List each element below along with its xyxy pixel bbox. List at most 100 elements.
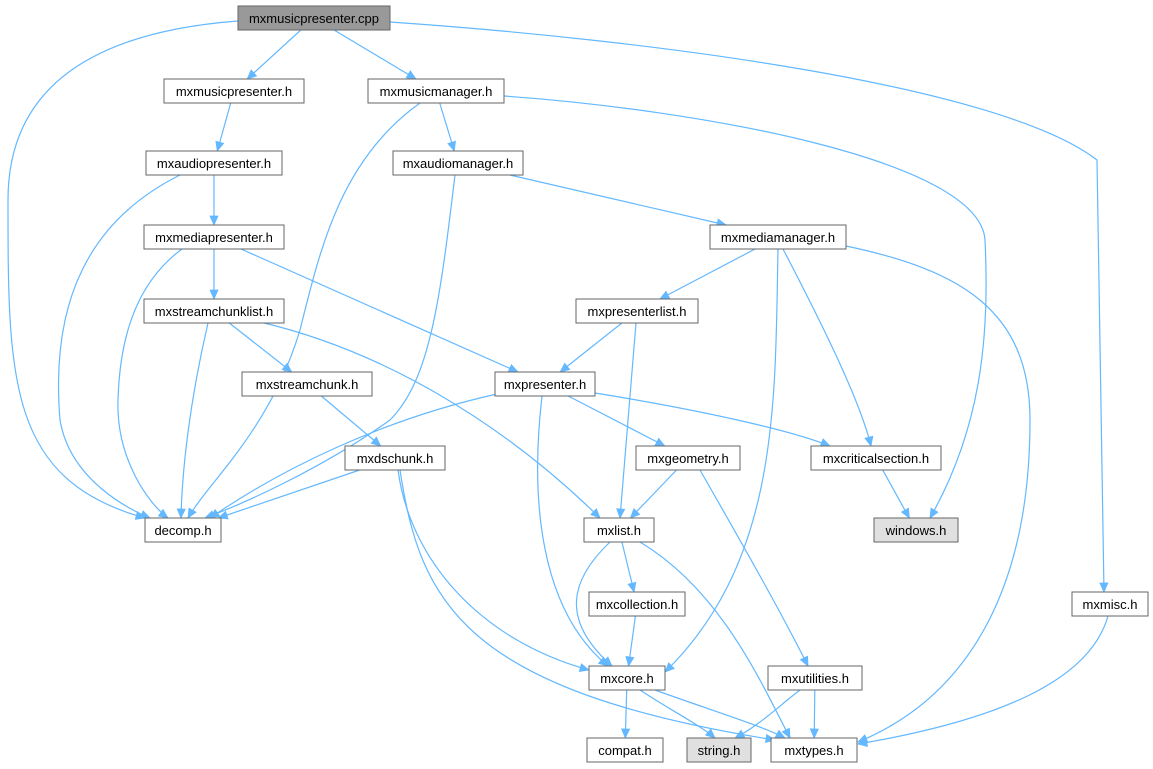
edge-mxmediamanager-h-to-mxpresenterlist-h — [659, 248, 756, 300]
edge-mxmediapresenter-h-to-decomp-h — [117, 248, 183, 519]
node-mxmisc-h[interactable]: mxmisc.h — [1071, 591, 1149, 617]
edge-mxmusicmanager-h-to-mxaudiomanager-h — [439, 102, 456, 152]
arrowhead-icon — [209, 215, 219, 226]
node-mxgeometry-h[interactable]: mxgeometry.h — [635, 445, 741, 471]
node-box — [241, 371, 373, 397]
arrowhead-icon — [900, 507, 910, 519]
arrowhead-icon — [209, 508, 221, 519]
arrowhead-icon — [209, 289, 219, 300]
arrowhead-icon — [578, 663, 590, 672]
edge-line — [630, 469, 677, 519]
node-box — [583, 517, 655, 543]
node-mxcore-h[interactable]: mxcore.h — [588, 665, 666, 691]
edge-line — [537, 395, 609, 667]
edge-mxmusicmanager-h-to-windows-h — [503, 95, 987, 519]
node-label: mxaudiopresenter.h — [157, 156, 271, 171]
node-mxutilities-h[interactable]: mxutilities.h — [767, 665, 863, 691]
node-box — [588, 665, 666, 691]
node-mxcriticalsection-h[interactable]: mxcriticalsection.h — [810, 445, 942, 471]
node-box — [392, 150, 524, 176]
arrowhead-icon — [857, 737, 868, 747]
edge-line — [389, 21, 1105, 593]
edge-line — [509, 174, 727, 226]
node-mxmusicpresenter-cpp[interactable]: mxmusicpresenter.cpp — [237, 5, 391, 31]
edge-line — [333, 29, 417, 80]
edge-line — [240, 248, 519, 373]
edge-line — [857, 615, 1109, 745]
edge-mxmusicmanager-h-to-decomp-h — [187, 102, 421, 519]
edge-mxlist-h-to-mxcore-h — [575, 541, 613, 667]
arrowhead-icon — [781, 727, 791, 739]
node-mxaudiomanager-h[interactable]: mxaudiomanager.h — [392, 150, 524, 176]
edge-mxutilities-h-to-mxtypes-h — [809, 689, 819, 739]
node-box — [588, 591, 686, 617]
edge-mxstreamchunklist-h-to-mxstreamchunk-h — [228, 322, 293, 373]
edge-line — [7, 20, 239, 519]
edge-line — [639, 541, 791, 739]
edge-mxcriticalsection-h-to-windows-h — [882, 469, 910, 519]
node-box — [575, 298, 699, 324]
edge-mxgeometry-h-to-mxutilities-h — [699, 469, 809, 667]
arrowhead-icon — [246, 69, 258, 80]
arrowhead-icon — [664, 662, 675, 673]
edge-line — [659, 248, 756, 300]
node-box — [144, 517, 222, 543]
node-mxpresenterlist-h[interactable]: mxpresenterlist.h — [575, 298, 699, 324]
node-mxmediamanager-h[interactable]: mxmediamanager.h — [709, 224, 847, 250]
node-mxmediapresenter-h[interactable]: mxmediapresenter.h — [143, 224, 285, 250]
edge-line — [187, 102, 421, 519]
node-mxdschunk-h[interactable]: mxdschunk.h — [344, 445, 446, 471]
arrowhead-icon — [654, 437, 666, 447]
node-string-h: string.h — [686, 737, 752, 763]
edge-line — [567, 395, 666, 447]
node-box — [367, 78, 505, 104]
arrowhead-icon — [590, 508, 601, 519]
edge-line — [218, 469, 360, 519]
node-label: mxpresenterlist.h — [588, 304, 687, 319]
arrowhead-icon — [215, 140, 225, 152]
node-compat-h[interactable]: compat.h — [586, 737, 664, 763]
edge-mxgeometry-h-to-mxlist-h — [629, 469, 677, 519]
node-label: mxpresenter.h — [504, 377, 586, 392]
node-box — [586, 737, 664, 763]
node-mxlist-h[interactable]: mxlist.h — [583, 517, 655, 543]
edges-layer — [7, 20, 1109, 747]
node-mxmusicpresenter-h[interactable]: mxmusicpresenter.h — [163, 78, 305, 104]
edge-mxpresenter-h-to-mxgeometry-h — [567, 395, 666, 447]
arrowhead-icon — [370, 436, 382, 447]
arrowhead-icon — [601, 656, 613, 667]
node-box — [873, 517, 959, 543]
arrowhead-icon — [809, 728, 819, 739]
arrowhead-icon — [405, 70, 417, 80]
node-mxaudiopresenter-h[interactable]: mxaudiopresenter.h — [145, 150, 283, 176]
arrowhead-icon — [507, 363, 519, 373]
node-box — [237, 5, 391, 31]
node-mxpresenter-h[interactable]: mxpresenter.h — [494, 371, 596, 397]
node-mxtypes-h[interactable]: mxtypes.h — [770, 737, 858, 763]
node-label: compat.h — [598, 743, 651, 758]
node-label: mxutilities.h — [781, 671, 849, 686]
node-mxmusicmanager-h[interactable]: mxmusicmanager.h — [367, 78, 505, 104]
node-mxstreamchunk-h[interactable]: mxstreamchunk.h — [241, 371, 373, 397]
node-mxstreamchunklist-h[interactable]: mxstreamchunklist.h — [143, 298, 285, 324]
arrowhead-icon — [616, 508, 626, 519]
arrowhead-icon — [659, 290, 671, 300]
arrowhead-icon — [559, 362, 571, 373]
arrowhead-icon — [929, 507, 939, 519]
arrowhead-icon — [625, 656, 635, 667]
edge-line — [575, 541, 613, 667]
edge-mxmediapresenter-h-to-mxstreamchunklist-h — [209, 249, 219, 300]
edge-mxpresenter-h-to-mxcriticalsection-h — [594, 392, 831, 447]
edge-mxmediamanager-h-to-mxtypes-h — [845, 245, 1031, 743]
node-box — [143, 298, 285, 324]
node-label: mxtypes.h — [784, 743, 843, 758]
edge-mxcore-h-to-string-h — [639, 689, 716, 739]
node-box — [494, 371, 596, 397]
edge-line — [204, 174, 456, 519]
edge-mxcore-h-to-compat-h — [620, 689, 631, 739]
edge-mxdschunk-h-to-mxtypes-h — [399, 469, 776, 744]
node-decomp-h[interactable]: decomp.h — [144, 517, 222, 543]
node-box — [344, 445, 446, 471]
node-mxcollection-h[interactable]: mxcollection.h — [588, 591, 686, 617]
arrowhead-icon — [139, 510, 151, 519]
